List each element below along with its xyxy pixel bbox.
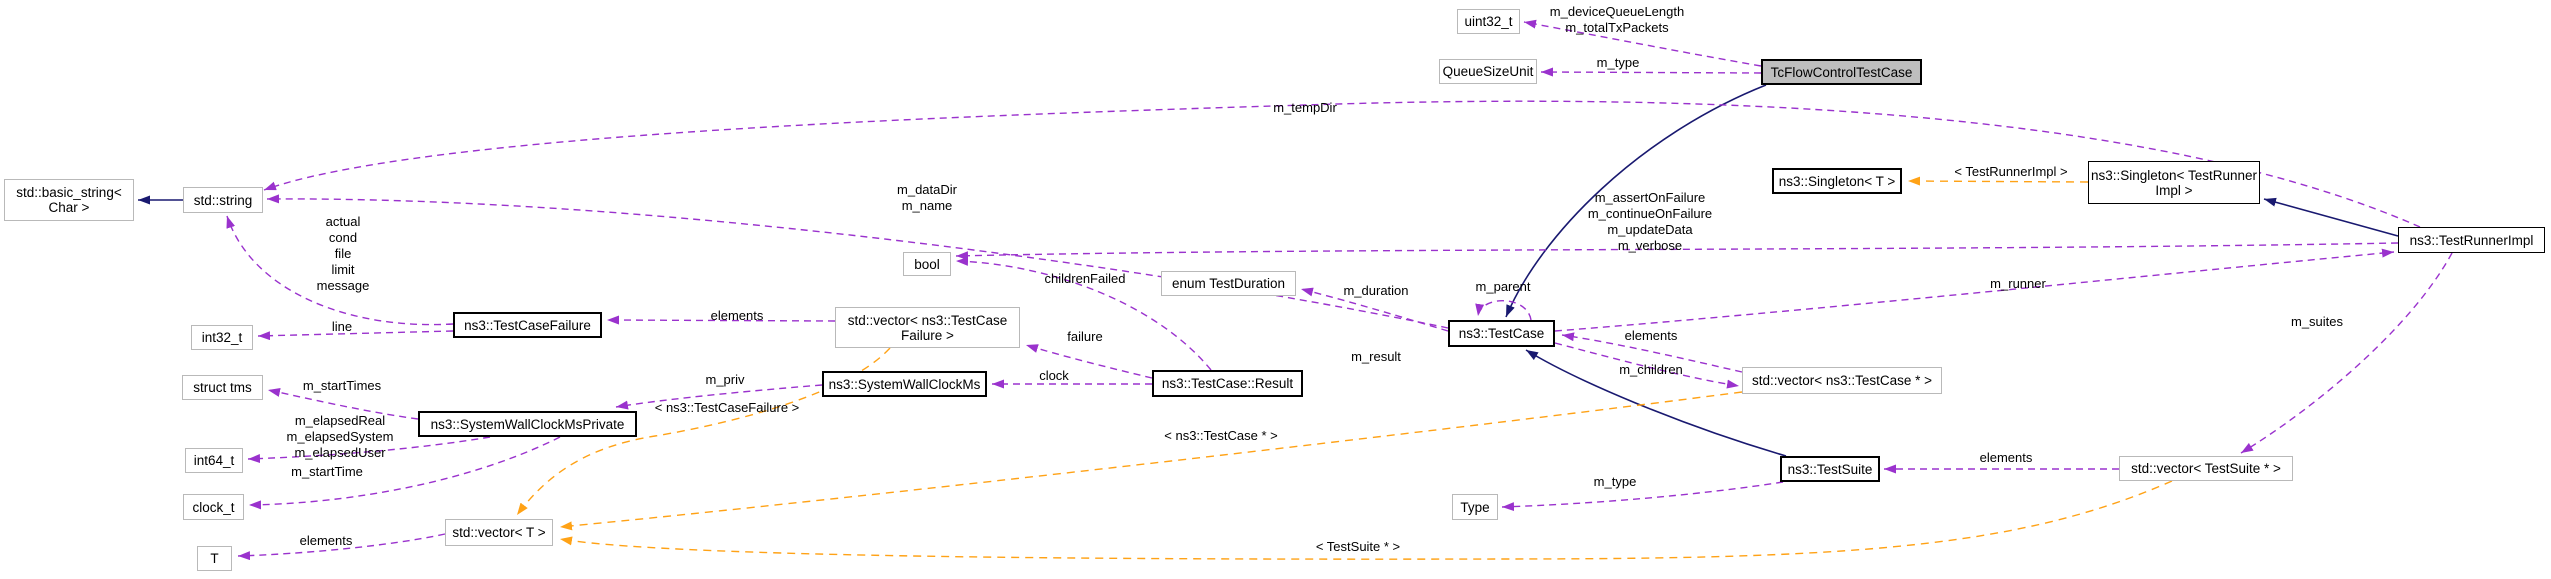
edge-label-template-testrunnerimpl: < TestRunnerImpl > — [1954, 164, 2068, 179]
inheritance-edges — [138, 84, 2399, 457]
edge-label-runner-flags: m_assertOnFailure m_continueOnFailure m_… — [1587, 190, 1713, 253]
node-enum-testduration: enum TestDuration — [1161, 271, 1296, 296]
node-ns3-singleton-t[interactable]: ns3::Singleton< T > — [1772, 168, 1902, 194]
node-ns3-systemwallclockms[interactable]: ns3::SystemWallClockMs — [822, 371, 987, 397]
edge-label-m-tempdir: m_tempDir — [1273, 100, 1337, 115]
edge-label-m-suites: m_suites — [2290, 314, 2344, 329]
edge-label-failure: failure — [1067, 329, 1103, 344]
edge-label-m-parent: m_parent — [1475, 279, 1531, 294]
edge-label-template-testcasefailure: < ns3::TestCaseFailure > — [654, 400, 800, 415]
edge-label-line: line — [331, 319, 353, 334]
edge-label-elements-testsuite: elements — [1979, 450, 2033, 465]
edge-label-m-starttimes: m_startTimes — [302, 378, 382, 393]
node-ns3-testcase[interactable]: ns3::TestCase — [1448, 320, 1555, 347]
edge-label-elements-t: elements — [299, 533, 353, 548]
node-ns3-singleton-testrunnerimpl[interactable]: ns3::Singleton< TestRunner Impl > — [2088, 161, 2260, 204]
edge-label-m-datadir: m_dataDir m_name — [897, 182, 957, 213]
node-t: T — [197, 546, 232, 571]
edge-label-failure-strings: actual cond file limit message — [316, 214, 370, 293]
node-std-vector-testcase-ptr: std::vector< ns3::TestCase * > — [1742, 367, 1942, 394]
node-bool: bool — [903, 252, 951, 276]
node-int32-t: int32_t — [191, 325, 253, 350]
node-type: Type — [1452, 494, 1498, 520]
edge-label-m-runner: m_runner — [1990, 276, 2046, 291]
node-ns3-testsuite[interactable]: ns3::TestSuite — [1780, 456, 1880, 482]
edge-label-elements-testcase: elements — [1624, 328, 1678, 343]
node-uint32-t: uint32_t — [1457, 9, 1520, 34]
node-clock-t: clock_t — [183, 494, 244, 520]
edge-label-elements-testcasefailure: elements — [710, 308, 764, 323]
edge-label-m-priv: m_priv — [705, 372, 745, 387]
node-std-basic-string: std::basic_string< Char > — [4, 179, 134, 221]
edge-label-devicequeuelength: m_deviceQueueLength m_totalTxPackets — [1549, 4, 1685, 35]
node-int64-t: int64_t — [185, 448, 243, 473]
node-ns3-testcasefailure[interactable]: ns3::TestCaseFailure — [453, 312, 602, 338]
node-ns3-systemwallclockmsprivate[interactable]: ns3::SystemWallClockMsPrivate — [418, 411, 637, 437]
edge-label-m-starttime: m_startTime — [291, 464, 363, 479]
edge-label-m-type-top: m_type — [1596, 55, 1640, 70]
node-std-vector-testcasefailure: std::vector< ns3::TestCase Failure > — [835, 307, 1020, 348]
node-ns3-testcase-result[interactable]: ns3::TestCase::Result — [1152, 370, 1303, 397]
node-struct-tms: struct tms — [182, 375, 263, 400]
node-std-vector-t: std::vector< T > — [445, 519, 553, 546]
usage-edges — [226, 19, 2453, 561]
edge-label-elapsed: m_elapsedReal m_elapsedSystem m_elapsedU… — [286, 413, 394, 460]
node-std-string: std::string — [183, 187, 263, 213]
edge-label-template-testsuite-ptr: < TestSuite * > — [1315, 539, 1401, 554]
edge-label-m-result: m_result — [1351, 349, 1401, 364]
edge-label-template-testcase-ptr: < ns3::TestCase * > — [1164, 428, 1278, 443]
node-std-vector-testsuite-ptr: std::vector< TestSuite * > — [2119, 456, 2293, 481]
edge-label-m-children: m_children — [1619, 362, 1683, 377]
edge-label-m-duration: m_duration — [1343, 283, 1409, 298]
edge-label-clock: clock — [1039, 368, 1069, 383]
edge-label-m-type-bottom: m_type — [1593, 474, 1637, 489]
edge-label-childrenfailed: childrenFailed — [1044, 271, 1126, 286]
node-ns3-testrunnerimpl[interactable]: ns3::TestRunnerImpl — [2398, 227, 2545, 253]
node-queuesizeunit: QueueSizeUnit — [1439, 59, 1537, 84]
node-tcflowcontroltestcase[interactable]: TcFlowControlTestCase — [1761, 59, 1922, 85]
